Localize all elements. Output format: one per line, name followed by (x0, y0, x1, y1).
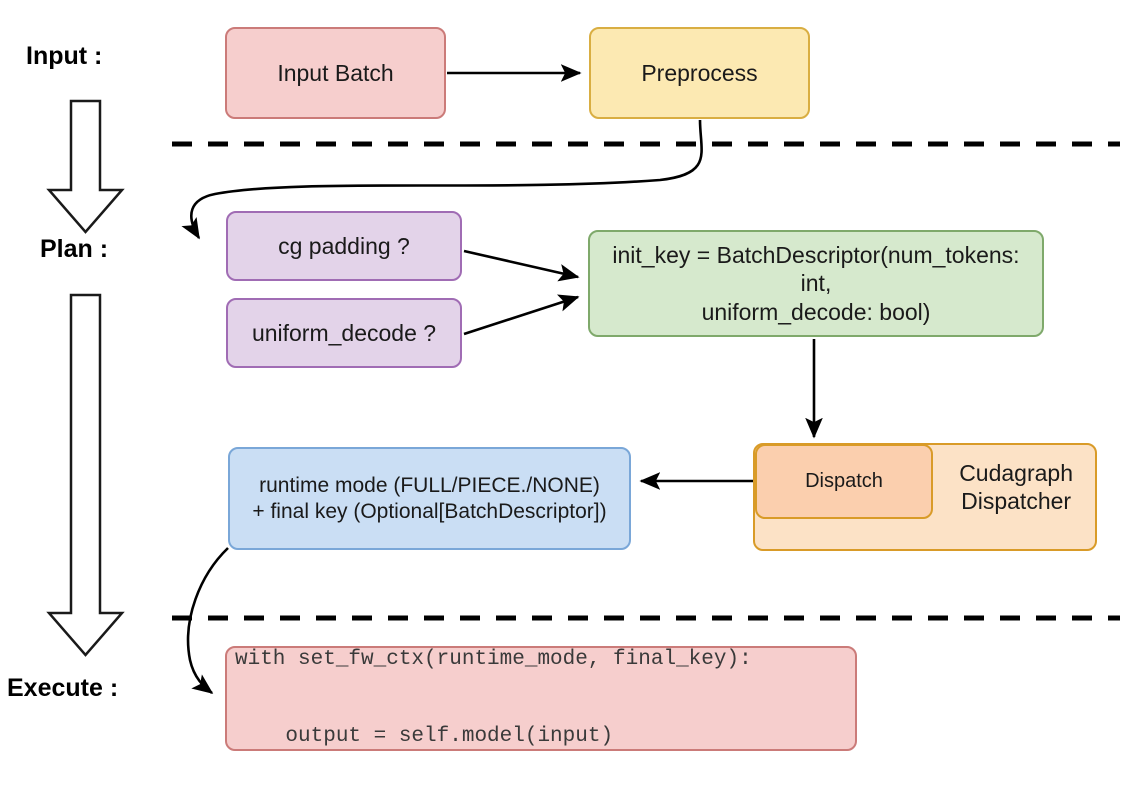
input-to-plan-arrow (46, 99, 125, 234)
node-preprocess[interactable]: Preprocess (589, 27, 810, 119)
node-cg-padding[interactable]: cg padding ? (226, 211, 462, 281)
node-code-block-line1: with set_fw_ctx(runtime_mode, final_key)… (235, 648, 752, 672)
plan-to-execute-arrow (46, 293, 125, 657)
node-init-key-line2: uniform_decode: bool) (701, 298, 931, 325)
node-runtime-mode-line2: + final key (Optional[BatchDescriptor]) (252, 499, 607, 523)
stage-label-input: Input : (26, 42, 103, 70)
node-cg-padding-label: cg padding ? (278, 232, 410, 259)
node-uniform-decode-label: uniform_decode ? (251, 319, 437, 346)
node-uniform-decode[interactable]: uniform_decode ? (226, 298, 462, 368)
node-input-batch-label: Input Batch (277, 59, 394, 86)
edge-uniform-decode-to-init-key (463, 294, 580, 336)
edge-runtime-mode-to-code-block (186, 547, 229, 695)
stage-label-plan: Plan : (40, 235, 109, 263)
node-preprocess-label: Preprocess (641, 59, 758, 86)
node-dispatch-label: Dispatch (805, 470, 883, 493)
stage-label-execute: Execute : (7, 674, 119, 702)
node-cudagraph-dispatcher-line2: Dispatcher (961, 488, 1072, 515)
node-runtime-mode-line1: runtime mode (FULL/PIECE./NONE) (259, 473, 600, 497)
diagram-canvas: Input : Plan : Execute : Input Batch Pre… (7, 27, 1120, 751)
edge-cg-padding-to-init-key (463, 249, 580, 282)
node-cudagraph-dispatcher-line1: Cudagraph (959, 460, 1073, 486)
node-dispatch[interactable]: Dispatch (755, 444, 933, 519)
node-init-key[interactable]: init_key = BatchDescriptor(num_tokens: i… (588, 230, 1044, 337)
node-code-block[interactable]: with set_fw_ctx(runtime_mode, final_key)… (225, 646, 857, 751)
node-input-batch[interactable]: Input Batch (225, 27, 446, 119)
node-init-key-line1: init_key = BatchDescriptor(num_tokens: i… (612, 242, 1020, 297)
node-code-block-line2: output = self.model(input) (235, 725, 614, 749)
node-runtime-mode[interactable]: runtime mode (FULL/PIECE./NONE) + final … (228, 447, 631, 550)
